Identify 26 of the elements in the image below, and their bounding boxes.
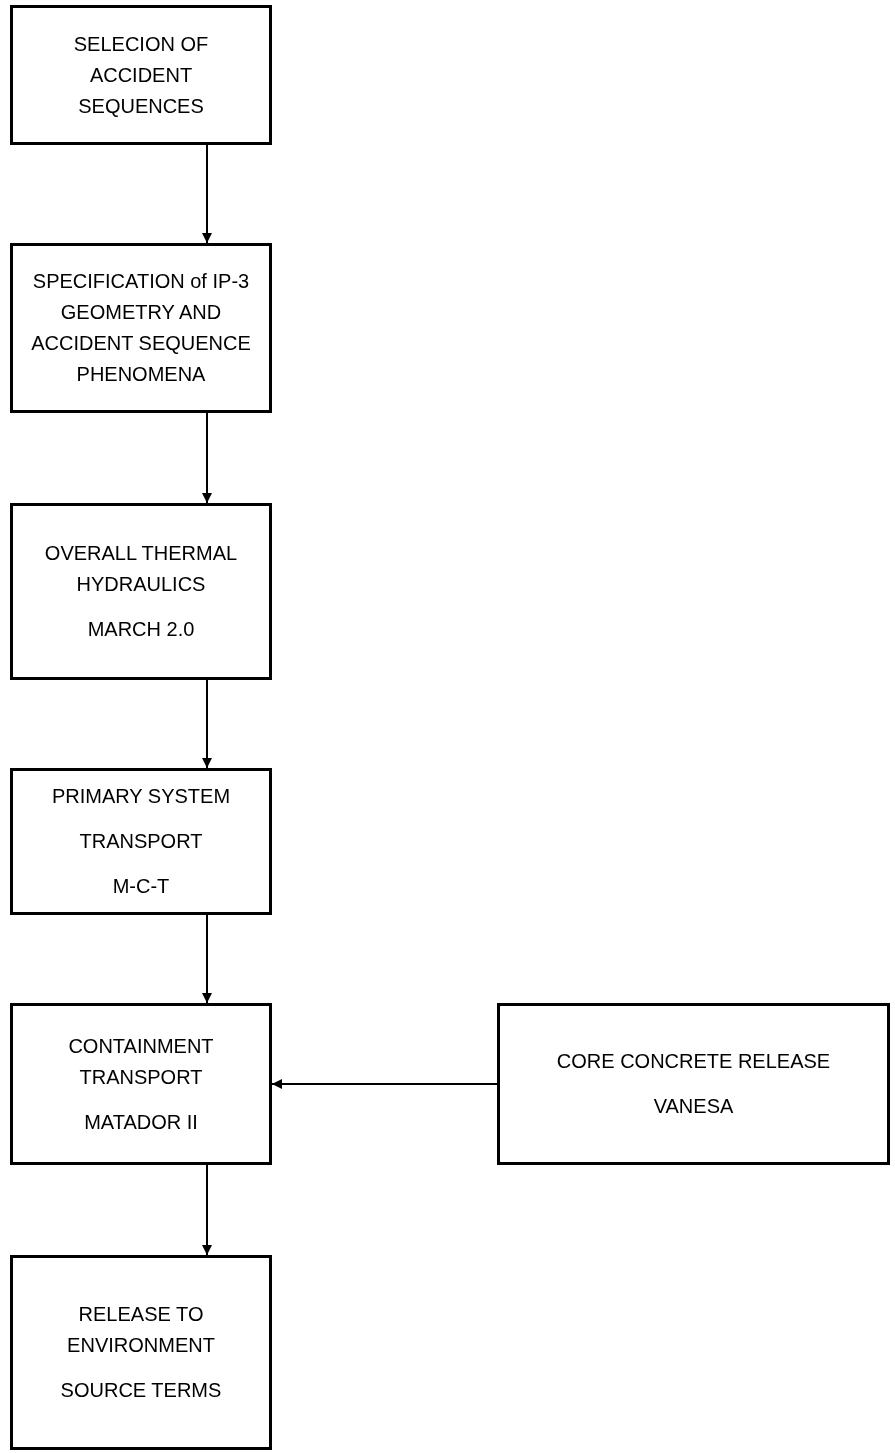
arrow — [202, 1164, 212, 1256]
process-box — [10, 1003, 272, 1165]
box-label: SELECION OF ACCIDENT SEQUENCES — [72, 31, 210, 119]
box-label: TRANSPORT — [79, 829, 203, 854]
box-label: CONTAINMENT TRANSPORT — [67, 1033, 215, 1090]
box-label: VANESA — [653, 1094, 734, 1119]
arrow — [202, 412, 212, 504]
box-label: RELEASE TO ENVIRONMENT — [66, 1302, 216, 1358]
arrow — [271, 1079, 498, 1089]
box-label: M-C-T — [112, 874, 170, 899]
arrow — [202, 679, 212, 769]
box-label: MARCH 2.0 — [87, 617, 195, 642]
arrow — [202, 144, 212, 244]
box-label: OVERALL THERMAL HYDRAULICS — [43, 541, 239, 597]
process-box — [10, 5, 272, 145]
process-box — [10, 768, 272, 915]
box-label: PRIMARY SYSTEM — [51, 784, 231, 809]
box-label: SOURCE TERMS — [60, 1378, 222, 1403]
process-box — [10, 243, 272, 413]
box-label: CORE CONCRETE RELEASE — [556, 1049, 831, 1074]
box-label: MATADOR II — [84, 1109, 198, 1135]
box-label: SPECIFICATION of IP-3 GEOMETRY AND ACCIDENT SEQUENCE PHENOMENA — [30, 269, 252, 387]
process-box — [10, 1255, 272, 1450]
arrow — [202, 914, 212, 1004]
process-box — [10, 503, 272, 680]
process-box — [497, 1003, 890, 1165]
